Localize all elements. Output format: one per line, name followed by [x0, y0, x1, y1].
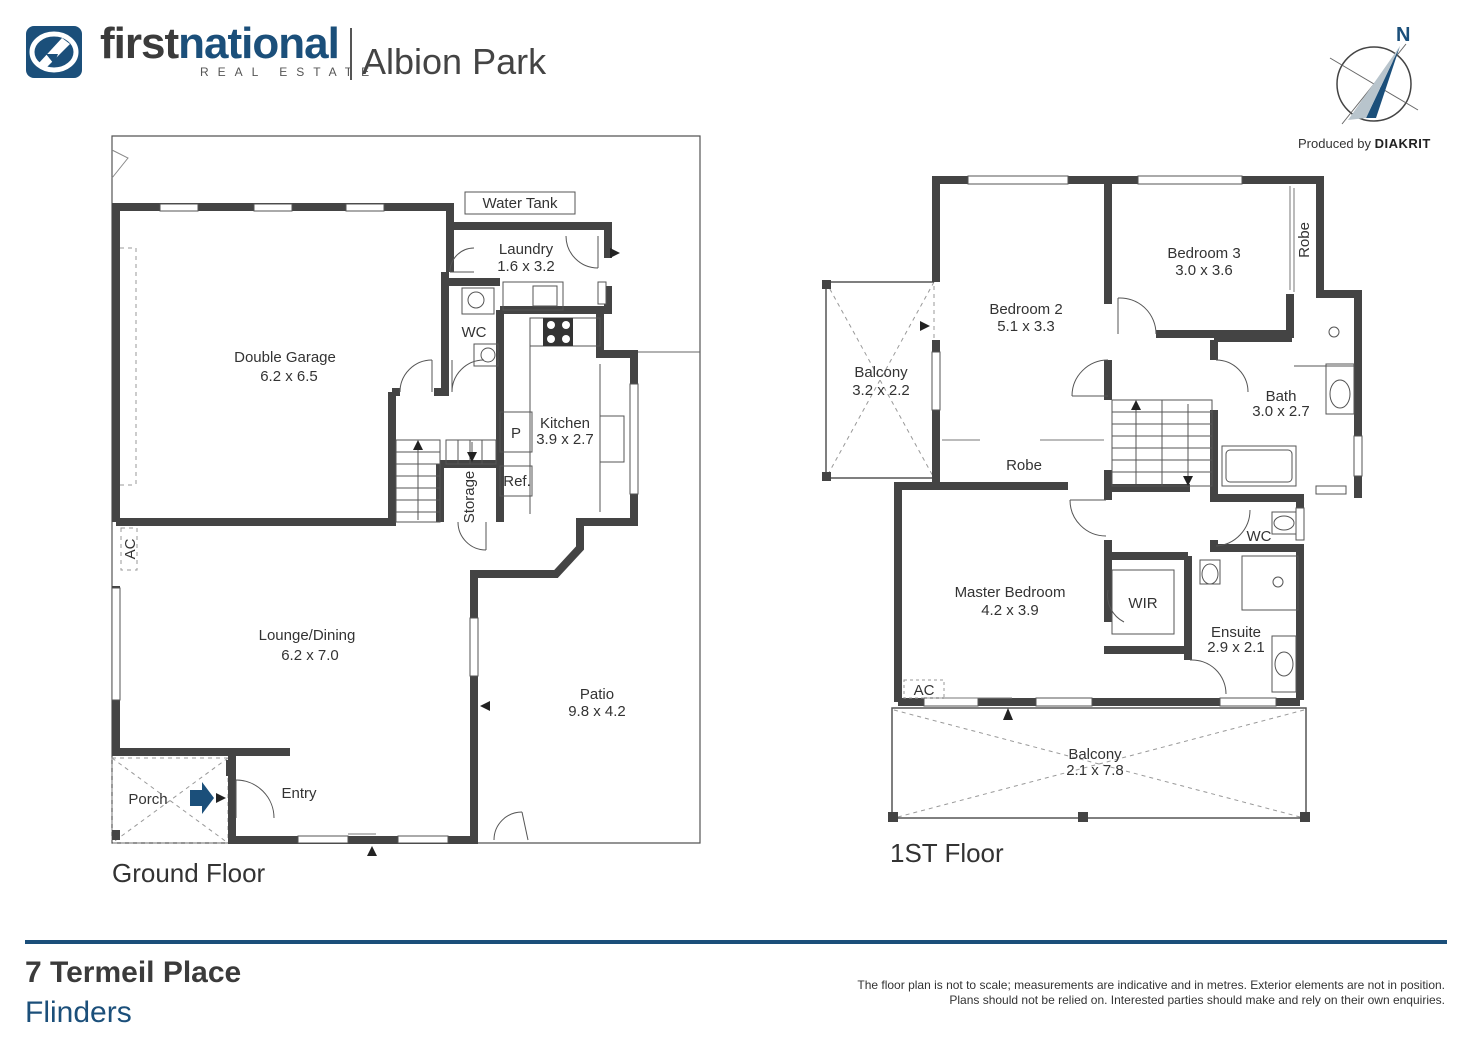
- label-fridge: Ref.: [503, 473, 531, 490]
- side-balcony-outline: [825, 281, 935, 479]
- label-bedroom2-size: 5.1 x 3.3: [997, 318, 1055, 335]
- label-patio: Patio: [580, 686, 614, 703]
- label-bath-size: 3.0 x 2.7: [1252, 403, 1310, 420]
- brand-logo: [24, 24, 584, 84]
- compass-north-label: N: [1396, 24, 1411, 46]
- kitchen-fixtures: [461, 281, 625, 514]
- disclaimer-line1: The floor plan is not to scale; measurem…: [857, 978, 1445, 992]
- label-entry: Entry: [281, 785, 317, 802]
- entry-arrow-icon: [190, 782, 214, 814]
- brand-subtitle: REAL ESTATE: [200, 65, 379, 79]
- first-floor-doors: [1069, 297, 1251, 695]
- first-floor-walls: [894, 176, 1362, 706]
- disclaimer: The floor plan is not to scale; measurem…: [745, 978, 1445, 1008]
- first-floor-plan: Bedroom 2 5.1 x 3.3 Bedroom 3 3.0 x 3.6 …: [822, 175, 1363, 822]
- label-water-tank: Water Tank: [482, 195, 558, 212]
- ground-floor-title: Ground Floor: [112, 858, 266, 888]
- robe-doors: [942, 186, 1295, 699]
- label-lounge-dining-size: 6.2 x 7.0: [281, 647, 339, 664]
- label-ensuite-size: 2.9 x 2.1: [1207, 639, 1265, 656]
- label-side-balcony-size: 3.2 x 2.2: [852, 382, 910, 399]
- ground-windows: [111, 203, 639, 844]
- label-bath: Bath: [1266, 388, 1297, 405]
- label-bedroom3-size: 3.0 x 3.6: [1175, 262, 1233, 279]
- label-patio-size: 9.8 x 4.2: [568, 703, 626, 720]
- ground-doors: [235, 235, 599, 841]
- label-kitchen-size: 3.9 x 2.7: [536, 431, 594, 448]
- first-floor-ac-box: [903, 679, 945, 699]
- brand-divider: [350, 28, 352, 80]
- label-front-balcony-size: 2.1 x 7.8: [1066, 762, 1124, 779]
- water-tank-box: [464, 191, 576, 215]
- ground-stairs: [395, 439, 497, 523]
- first-floor-title: 1ST Floor: [890, 838, 1004, 868]
- label-ground-wc: WC: [462, 324, 487, 341]
- label-master-bedroom-size: 4.2 x 3.9: [981, 602, 1039, 619]
- label-pantry: P: [511, 425, 521, 442]
- label-laundry-size: 1.6 x 3.2: [497, 258, 555, 275]
- label-side-balcony: Balcony: [854, 364, 908, 381]
- label-first-ac: AC: [914, 682, 935, 699]
- ground-walls: [112, 203, 638, 844]
- address-street: 7 Termeil Place: [25, 956, 242, 989]
- label-porch: Porch: [128, 791, 167, 808]
- label-first-wc: WC: [1247, 528, 1272, 545]
- label-double-garage-size: 6.2 x 6.5: [260, 368, 318, 385]
- label-ensuite: Ensuite: [1211, 624, 1261, 641]
- disclaimer-line2: Plans should not be relied on. Intereste…: [949, 993, 1445, 1007]
- label-wir: WIR: [1128, 595, 1157, 612]
- label-storage: Storage: [461, 471, 478, 524]
- address-suburb: Flinders: [25, 996, 132, 1029]
- label-double-garage: Double Garage: [234, 349, 336, 366]
- bathroom-fixtures: [1111, 326, 1355, 693]
- label-lounge-dining: Lounge/Dining: [259, 627, 356, 644]
- front-balcony-outline: [893, 709, 1305, 819]
- first-floor-windows: [923, 175, 1363, 707]
- label-robe-bedroom2: Robe: [1006, 457, 1042, 474]
- ground-floor-plan: Water Tank Laundry 1.6 x 3.2 WC Double G…: [111, 135, 701, 856]
- first-national-emblem-icon: [26, 26, 82, 78]
- label-laundry: Laundry: [499, 241, 554, 258]
- label-bedroom3: Bedroom 3: [1167, 245, 1240, 262]
- label-ground-ac: AC: [122, 538, 139, 559]
- floor-plans: Water Tank Laundry 1.6 x 3.2 WC Double G…: [111, 135, 1363, 856]
- label-front-balcony: Balcony: [1068, 746, 1122, 763]
- compass-icon: [1329, 43, 1419, 125]
- produced-by: Produced by DIAKRIT: [1298, 136, 1431, 151]
- brand-name: firstnational: [100, 19, 340, 68]
- footer-divider: [25, 940, 1447, 944]
- label-master-bedroom: Master Bedroom: [955, 584, 1066, 601]
- label-bedroom2: Bedroom 2: [989, 301, 1062, 318]
- first-floor-stairs: [1111, 399, 1213, 487]
- label-robe-bedroom3: Robe: [1296, 222, 1313, 258]
- brand-office: Albion Park: [362, 41, 547, 82]
- label-kitchen: Kitchen: [540, 415, 590, 432]
